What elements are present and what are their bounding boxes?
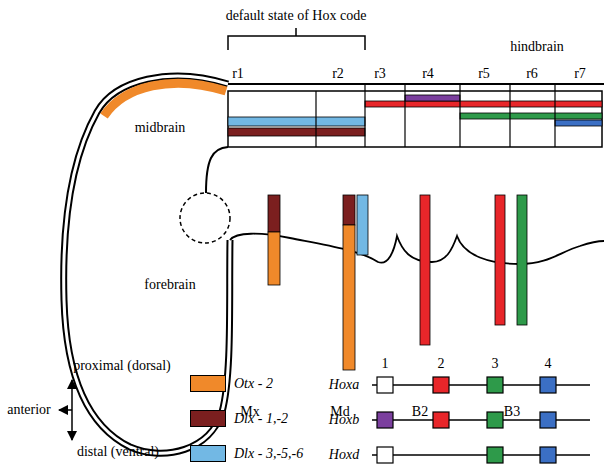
b3-hox3 bbox=[517, 195, 527, 325]
arch-label: B2 bbox=[412, 404, 428, 419]
gene-box bbox=[377, 412, 393, 428]
gene-box bbox=[540, 412, 556, 428]
gene-box bbox=[487, 412, 503, 428]
mx-otx bbox=[268, 232, 280, 285]
gene-box bbox=[377, 377, 393, 393]
cluster-line bbox=[372, 419, 590, 421]
cluster-label: Hoxa bbox=[329, 377, 359, 392]
md-dlx3 bbox=[357, 195, 368, 255]
paralog-number: 4 bbox=[545, 356, 552, 371]
region-label: midbrain bbox=[135, 120, 186, 135]
gene-box bbox=[433, 377, 449, 393]
axis-label: distal (ventral) bbox=[77, 444, 159, 459]
gene-box bbox=[433, 412, 449, 428]
arch-label: B3 bbox=[504, 404, 520, 419]
head-outline bbox=[64, 76, 230, 453]
gene-box bbox=[487, 377, 503, 393]
rhombomere-label: r4 bbox=[422, 66, 434, 81]
rhombomere-label: r7 bbox=[574, 66, 586, 81]
anterior-axis bbox=[59, 409, 72, 411]
region-label: hindbrain bbox=[510, 39, 564, 54]
hox1-band bbox=[405, 95, 460, 101]
mx-dlx1 bbox=[268, 195, 280, 232]
region-label: forebrain bbox=[144, 277, 195, 292]
legend-swatch bbox=[190, 375, 226, 392]
rhombomere-label: r3 bbox=[374, 66, 386, 81]
legend-swatch bbox=[190, 410, 226, 427]
md-otx bbox=[343, 225, 355, 370]
divider bbox=[315, 91, 316, 147]
b3-hox2 bbox=[495, 195, 505, 325]
rhombomere-label: r5 bbox=[478, 66, 490, 81]
gene-box bbox=[377, 447, 393, 463]
cluster-line bbox=[372, 454, 590, 456]
paralog-number: 3 bbox=[492, 356, 499, 371]
cluster-label: Hoxb bbox=[329, 412, 359, 427]
rhombomere-label: r1 bbox=[232, 66, 244, 81]
divider bbox=[554, 84, 555, 147]
divider bbox=[364, 84, 365, 147]
arch-contour bbox=[230, 234, 604, 264]
dlx3-band bbox=[228, 117, 365, 126]
hox-cluster-lines bbox=[372, 385, 590, 455]
legend-text: Otx - 2 bbox=[234, 376, 273, 392]
gene-box bbox=[540, 447, 556, 463]
cluster-line bbox=[372, 384, 590, 386]
rhombomere-dividers bbox=[316, 84, 555, 147]
hox2-band bbox=[365, 101, 602, 107]
paralog-number: 2 bbox=[438, 356, 445, 371]
divider bbox=[459, 84, 460, 147]
rhombomere-box bbox=[228, 91, 602, 147]
bracket bbox=[228, 28, 365, 50]
otx-band bbox=[104, 83, 226, 116]
midbrain-boundary bbox=[206, 147, 228, 193]
rhombomere-label: r2 bbox=[332, 66, 344, 81]
paralog-number: 1 bbox=[382, 356, 389, 371]
legend-swatch bbox=[190, 445, 226, 462]
gene-box bbox=[540, 377, 556, 393]
head-outline-inner bbox=[64, 76, 230, 453]
rhombomere-label: r6 bbox=[526, 66, 538, 81]
axis-label: proximal (dorsal) bbox=[73, 358, 171, 373]
md-dlx1 bbox=[343, 195, 355, 225]
divider bbox=[404, 84, 405, 147]
eye-circle bbox=[180, 193, 230, 243]
b2-hox2 bbox=[420, 195, 430, 345]
legend-text: Dlx - 3,-5,-6 bbox=[234, 446, 303, 462]
dlx1-band bbox=[228, 128, 365, 136]
hox4-band bbox=[555, 120, 602, 126]
legend-text: Dlx - 1,-2 bbox=[234, 411, 288, 427]
axis-label: anterior bbox=[7, 402, 51, 417]
hox-gene-boxes bbox=[377, 377, 556, 463]
cluster-label: Hoxd bbox=[329, 447, 359, 462]
gene-box bbox=[487, 447, 503, 463]
hindbrain-top bbox=[228, 83, 604, 85]
divider bbox=[509, 84, 510, 147]
bracket-label: default state of Hox code bbox=[226, 8, 367, 23]
hox3-band bbox=[460, 113, 602, 119]
